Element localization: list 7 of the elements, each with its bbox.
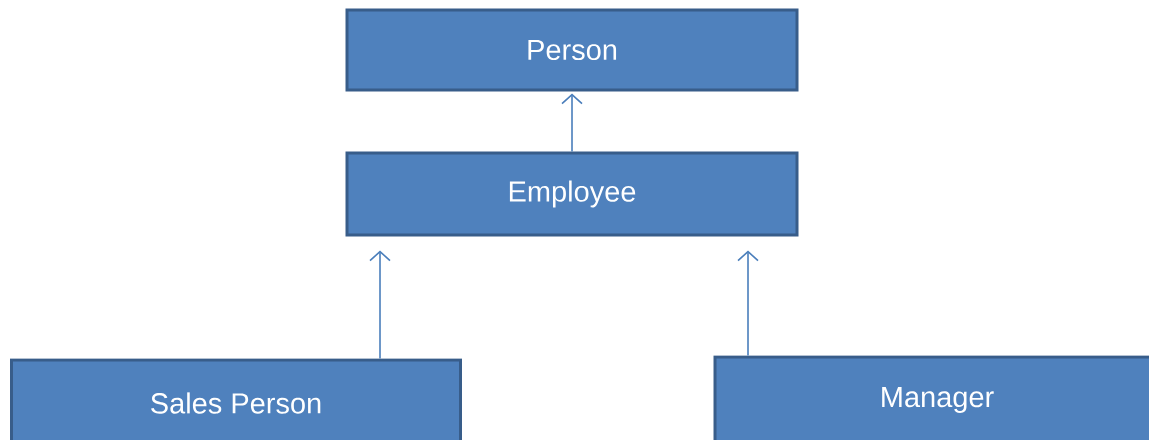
class-box: Person [345, 8, 799, 92]
class-box: Employee [345, 151, 799, 237]
class-box: Sales Person [10, 358, 462, 440]
inheritance-arrow [737, 250, 759, 357]
class-box: Manager [713, 355, 1149, 440]
inheritance-arrow [369, 250, 391, 360]
inheritance-arrow [561, 93, 583, 153]
